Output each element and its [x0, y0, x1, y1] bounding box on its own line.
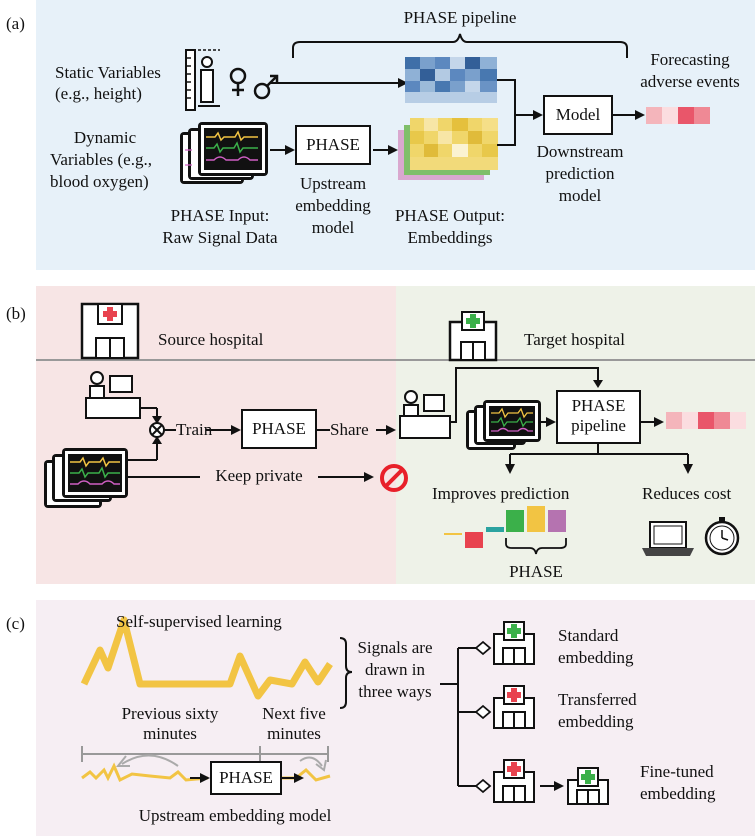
pipeline-box-line1: PHASE	[571, 396, 626, 415]
improves-label: Improves prediction	[432, 484, 570, 503]
forecast-bar	[646, 107, 710, 124]
forecast-bar-target	[666, 412, 746, 429]
pipeline-title: PHASE pipeline	[403, 8, 517, 27]
signals-brace	[339, 637, 353, 709]
prev-line1: Previous sixty	[121, 704, 219, 723]
combine-icon	[149, 422, 165, 438]
monitor-stack-icon-target	[466, 400, 541, 450]
prev-line2: minutes	[143, 724, 197, 743]
signals-line3: three ways	[358, 682, 432, 701]
target-hospital-label: Target hospital	[524, 330, 625, 349]
train-label: Train	[176, 420, 213, 439]
female-symbol-icon	[229, 67, 247, 96]
model-box-label: Model	[555, 105, 601, 124]
dynamic-vars-line1: Dynamic	[73, 128, 137, 147]
panel-c-tag: (c)	[6, 614, 25, 633]
improvement-bars	[444, 506, 566, 548]
signals-line1: Signals are	[357, 638, 433, 657]
diamond-icon	[474, 704, 492, 720]
way-standard-line1: Standard	[558, 626, 619, 645]
phase-brace-label: PHASE	[509, 562, 563, 581]
share-label: Share	[330, 420, 369, 439]
phase-box-b: PHASE	[241, 409, 317, 449]
panel-a-graphics	[180, 33, 710, 184]
panel-c-background	[36, 600, 755, 836]
keep-private-label: Keep private	[215, 466, 303, 485]
person-icon	[198, 56, 220, 107]
static-embedding-heatmap	[405, 57, 497, 103]
dynamic-vars-line2: Variables (e.g.,	[50, 150, 152, 169]
diamond-icon	[474, 640, 492, 656]
panel-a-background	[36, 0, 755, 270]
panel-b-tag: (b)	[6, 304, 26, 323]
hospital-red-icon	[493, 685, 535, 729]
static-vars-line1: Static Variables	[55, 63, 161, 82]
dynamic-embedding-stack	[398, 118, 498, 180]
way-transferred-line2: embedding	[558, 712, 634, 731]
prohibited-icon	[380, 464, 408, 492]
diamond-icon	[474, 778, 492, 794]
phase-input-line2: Raw Signal Data	[162, 228, 278, 247]
small-signal	[81, 762, 209, 783]
downstream-line2: prediction	[545, 164, 615, 183]
way-finetuned-line2: embedding	[640, 784, 716, 803]
panel-b-graphics	[36, 302, 755, 556]
way-finetuned-line1: Fine-tuned	[640, 762, 714, 781]
ssl-label: Self-supervised learning	[116, 612, 282, 631]
static-vars-line2: (e.g., height)	[55, 84, 142, 103]
way-transferred-line1: Transferred	[558, 690, 637, 709]
phase-brace-b	[505, 538, 567, 555]
upstream-line1: Upstream	[299, 174, 367, 193]
signal-curve	[80, 616, 333, 700]
pipeline-box-line2: pipeline	[571, 416, 626, 435]
next-line2: minutes	[267, 724, 321, 743]
signals-line2: drawn in	[365, 660, 425, 679]
panel-c: (c) Self-supervised learning Signals are…	[0, 596, 755, 836]
phase-box: PHASE	[295, 125, 371, 165]
stopwatch-icon	[704, 517, 740, 556]
pipeline-brace	[292, 33, 628, 58]
model-box: Model	[543, 95, 613, 135]
source-hospital-icon	[80, 302, 140, 360]
pipeline-box: PHASE pipeline	[556, 390, 641, 444]
source-hospital-label: Source hospital	[158, 330, 264, 349]
dynamic-vars-line3: blood oxygen)	[50, 172, 149, 191]
phase-box-b-label: PHASE	[252, 419, 306, 438]
phase-output-line1: PHASE Output:	[394, 206, 506, 225]
downstream-line3: model	[558, 186, 602, 205]
hospital-red-icon-fine-tune	[493, 759, 535, 803]
downstream-line1: Downstream	[536, 142, 624, 161]
phase-box-c-label: PHASE	[219, 768, 273, 787]
phase-box-label: PHASE	[306, 135, 360, 154]
target-hospital-icon	[448, 311, 498, 362]
way-standard-line2: embedding	[558, 648, 634, 667]
hospital-green-icon-fine-tune	[567, 767, 609, 805]
monitor-stack-icon-source	[44, 448, 128, 508]
ruler-icon	[185, 49, 220, 111]
panel-b: (b) Source hospital Target hospital Trai…	[0, 282, 755, 588]
male-symbol-icon	[253, 74, 279, 100]
next-line1: Next five	[262, 704, 326, 723]
panel-c-graphics	[80, 616, 609, 805]
phase-output-line2: Embeddings	[407, 228, 493, 247]
clinician-desk-icon-target	[399, 390, 451, 439]
panel-a: (a) PHASE pipeline Static Variables (e.g…	[0, 0, 755, 275]
upstream-line3: model	[311, 218, 355, 237]
forecast-line2: adverse events	[640, 72, 740, 91]
monitor-stack-icon	[180, 122, 268, 184]
clinician-desk-icon	[85, 371, 141, 419]
hospital-green-icon	[493, 621, 535, 665]
forecast-line1: Forecasting	[650, 50, 730, 69]
upstream-line2: embedding	[295, 196, 371, 215]
reduces-label: Reduces cost	[642, 484, 732, 503]
laptop-icon	[642, 521, 694, 556]
phase-box-c: PHASE	[210, 761, 282, 795]
upstream-embedding-label: Upstream embedding model	[138, 806, 332, 825]
phase-input-line1: PHASE Input:	[170, 206, 270, 225]
panel-a-tag: (a)	[6, 14, 25, 33]
